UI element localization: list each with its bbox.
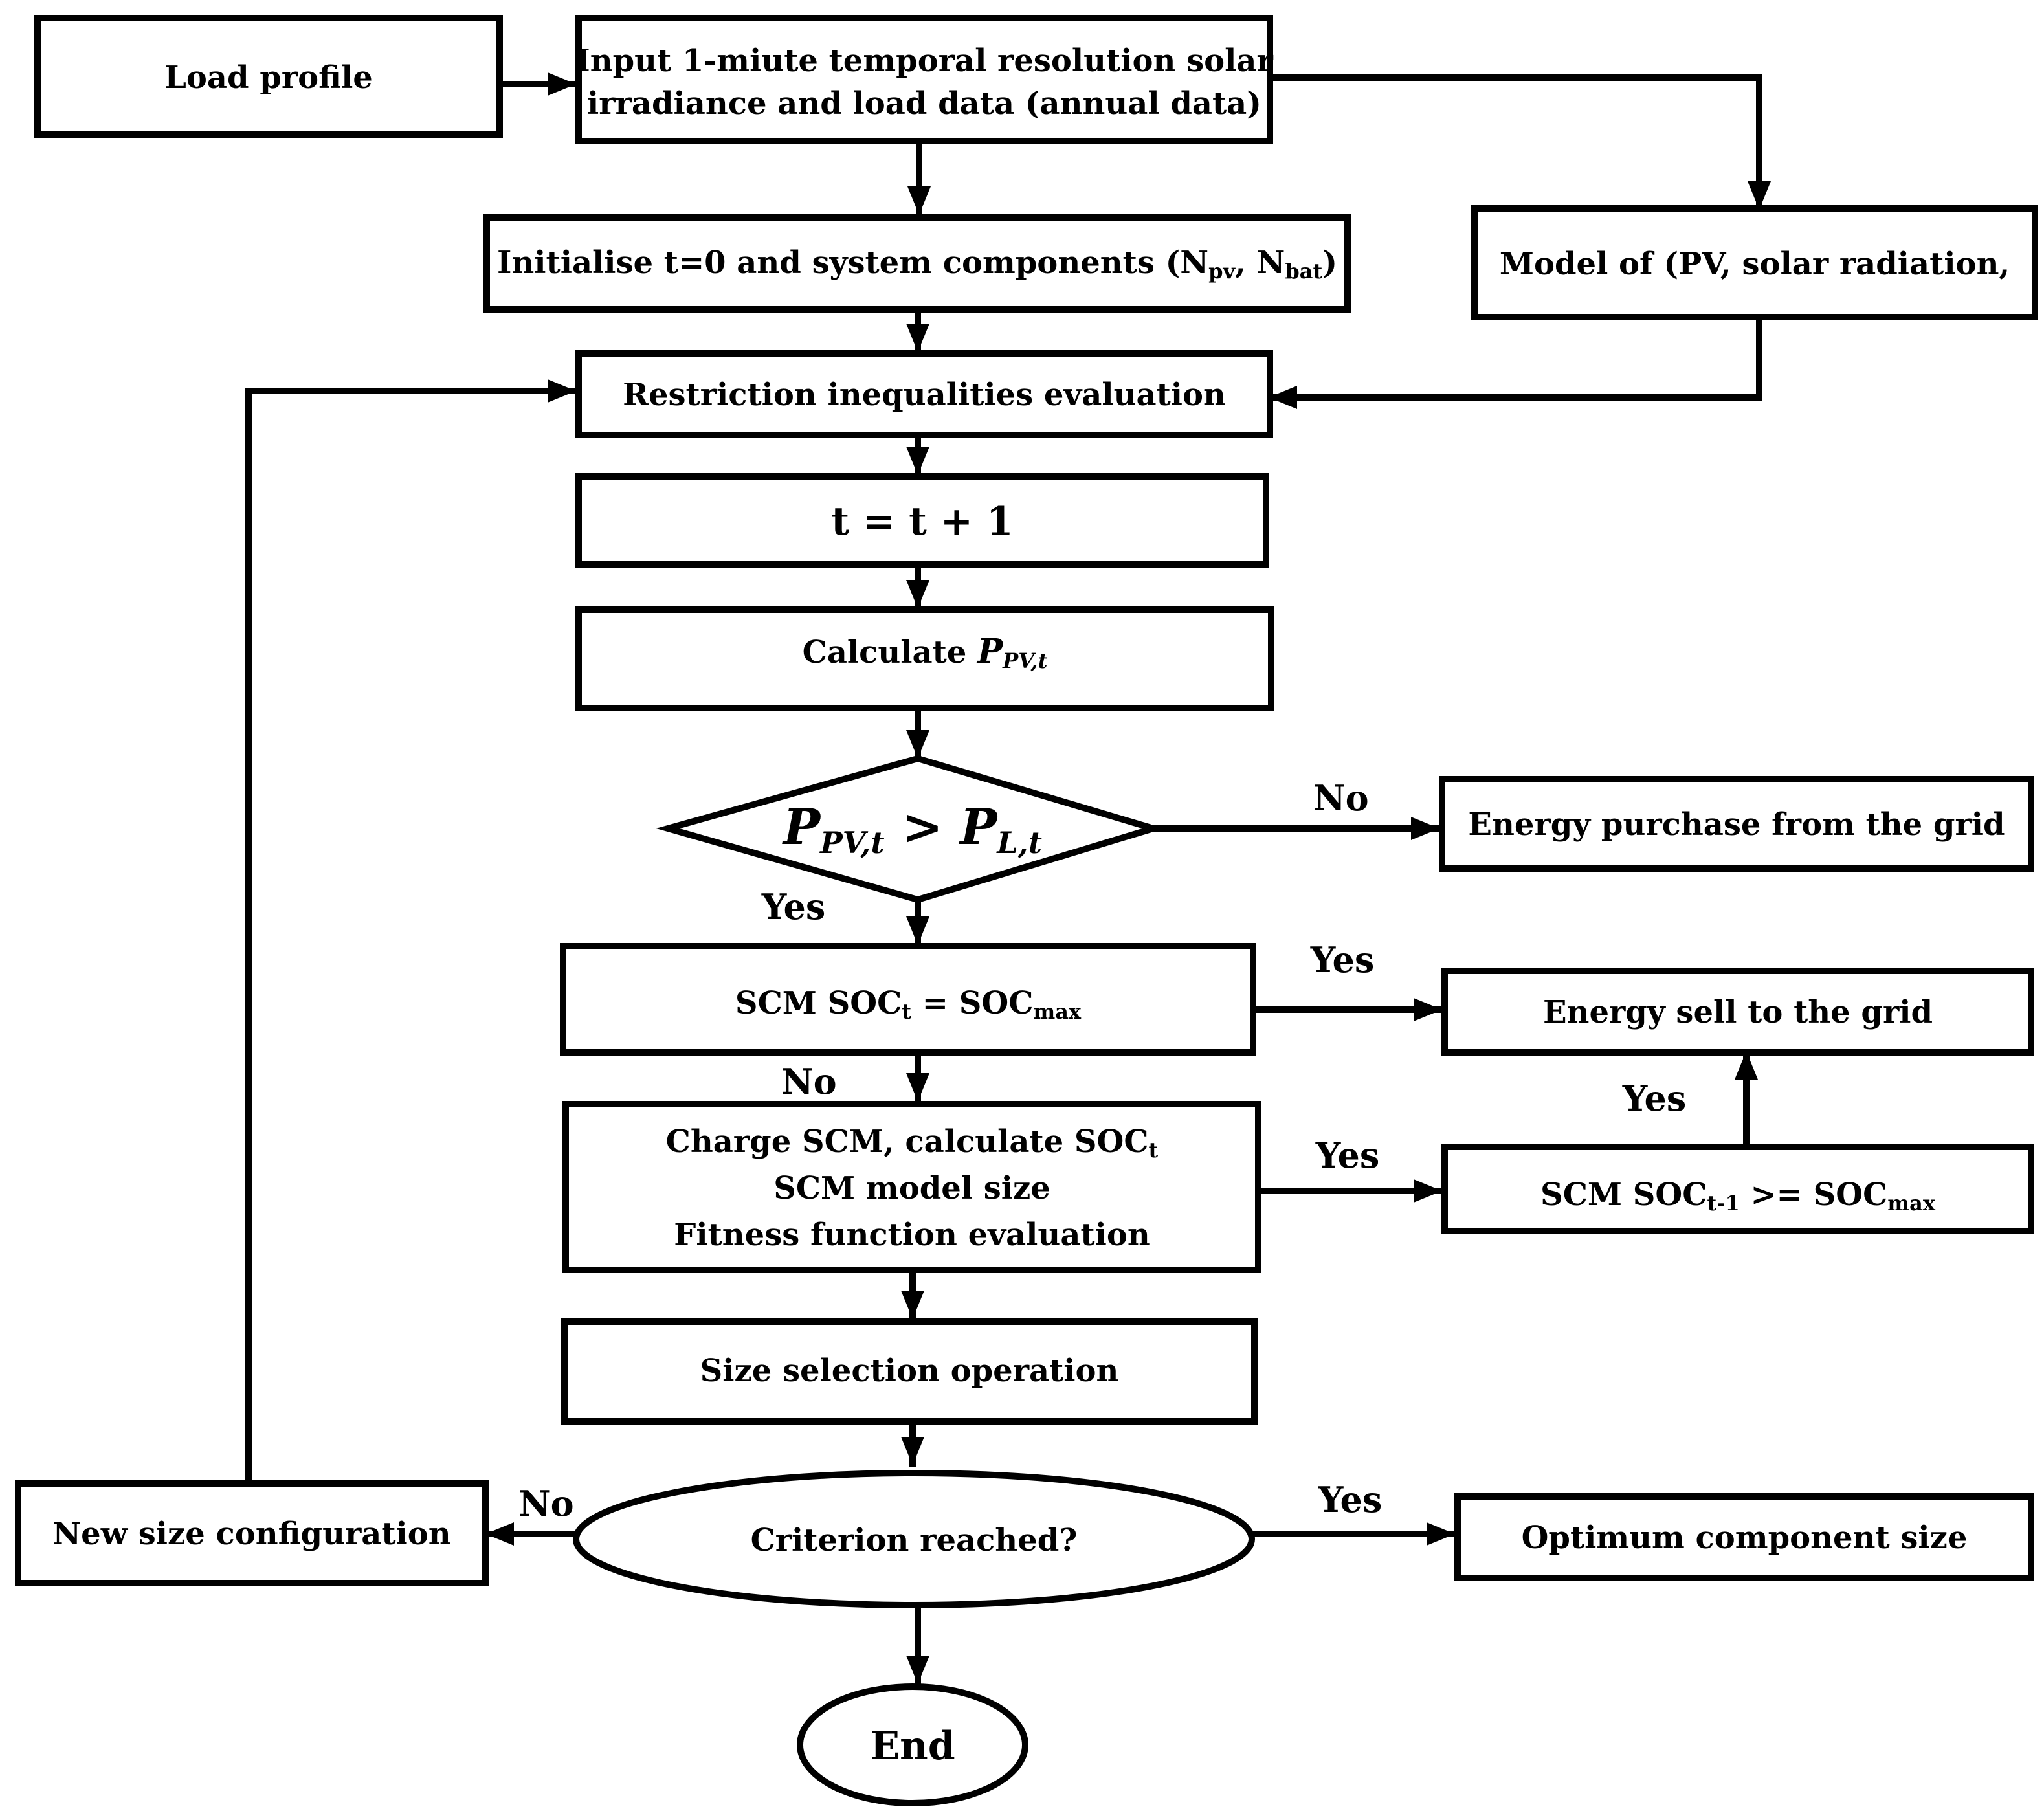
charge-scm-line-1: Charge SCM, calculate SOCt: [666, 1124, 1159, 1162]
pv-load-decision-label: PPV,t > PL,t: [782, 798, 1042, 860]
calculate-pv-box: Calculate PPV,t: [575, 606, 1274, 711]
edge-label-no-new-size: No: [518, 1483, 573, 1524]
edge-label-yes-soc-prev: Yes: [1315, 1135, 1380, 1176]
model-label: Model of (PV, solar radiation,: [1500, 246, 2010, 282]
scm-soc-check-box: SCM SOCt = SOCmax: [560, 943, 1256, 1056]
charge-scm-box: Charge SCM, calculate SOCt SCM model siz…: [562, 1101, 1261, 1273]
input-data-line-1: Input 1-miute temporal resolution solar: [575, 43, 1273, 79]
arrow-new-size-feedback: [245, 379, 578, 1487]
input-data-box: Input 1-miute temporal resolution solar …: [575, 15, 1273, 144]
charge-scm-line-3: Fitness function evaluation: [674, 1217, 1150, 1253]
t-increment-label: t = t + 1: [831, 499, 1013, 544]
soc-previous-label: SCM SOCt-1 >= SOCmax: [1540, 1177, 1936, 1215]
charge-scm-line-2: SCM model size: [773, 1170, 1050, 1206]
scm-soc-check-label: SCM SOCt = SOCmax: [735, 985, 1082, 1024]
size-selection-box: Size selection operation: [561, 1318, 1258, 1425]
criterion-label: Criterion reached?: [751, 1522, 1078, 1559]
initialise-label: Initialise t=0 and system components (Np…: [497, 245, 1337, 283]
calculate-pv-label: Calculate PPV,t: [803, 632, 1048, 673]
energy-sell-box: Energy sell to the grid: [1441, 968, 2034, 1056]
edge-label-no-purchase: No: [1313, 777, 1368, 819]
edge-label-yes-sell: Yes: [1310, 939, 1375, 981]
t-increment-box: t = t + 1: [575, 473, 1269, 568]
energy-sell-label: Energy sell to the grid: [1543, 994, 1933, 1030]
restriction-box: Restriction inequalities evaluation: [575, 350, 1273, 438]
input-data-line-2: irradiance and load data (annual data): [587, 85, 1261, 122]
connectors: [245, 72, 1771, 1686]
arrow-input-to-model: [1271, 74, 1771, 212]
pv-load-decision: PPV,t > PL,t: [656, 755, 1165, 904]
end-terminal: End: [797, 1683, 1028, 1806]
optimum-size-box: Optimum component size: [1454, 1493, 2034, 1581]
edge-label-yes-up: Yes: [1622, 1078, 1687, 1119]
new-size-label: New size configuration: [52, 1516, 450, 1552]
energy-purchase-box: Energy purchase from the grid: [1439, 776, 2034, 872]
new-size-box: New size configuration: [15, 1480, 489, 1586]
optimum-size-label: Optimum component size: [1522, 1520, 1968, 1556]
load-profile-box: Load profile: [34, 15, 503, 138]
edge-label-no-charge: No: [781, 1061, 836, 1102]
soc-previous-box: SCM SOCt-1 >= SOCmax: [1441, 1144, 2034, 1234]
load-profile-label: Load profile: [164, 60, 373, 96]
energy-purchase-label: Energy purchase from the grid: [1468, 806, 2005, 843]
model-box: Model of (PV, solar radiation,: [1471, 205, 2038, 320]
size-selection-label: Size selection operation: [700, 1353, 1119, 1389]
initialise-box: Initialise t=0 and system components (Np…: [483, 214, 1351, 313]
criterion-ellipse: Criterion reached?: [573, 1470, 1255, 1608]
edge-label-yes-decision: Yes: [761, 886, 826, 927]
edge-labels: No Yes Yes No Yes Yes No Yes: [518, 777, 1686, 1524]
arrow-model-to-restriction: [1267, 314, 1762, 409]
restriction-label: Restriction inequalities evaluation: [623, 377, 1226, 413]
edge-label-yes-optimum: Yes: [1318, 1479, 1383, 1520]
end-label: End: [870, 1724, 955, 1769]
